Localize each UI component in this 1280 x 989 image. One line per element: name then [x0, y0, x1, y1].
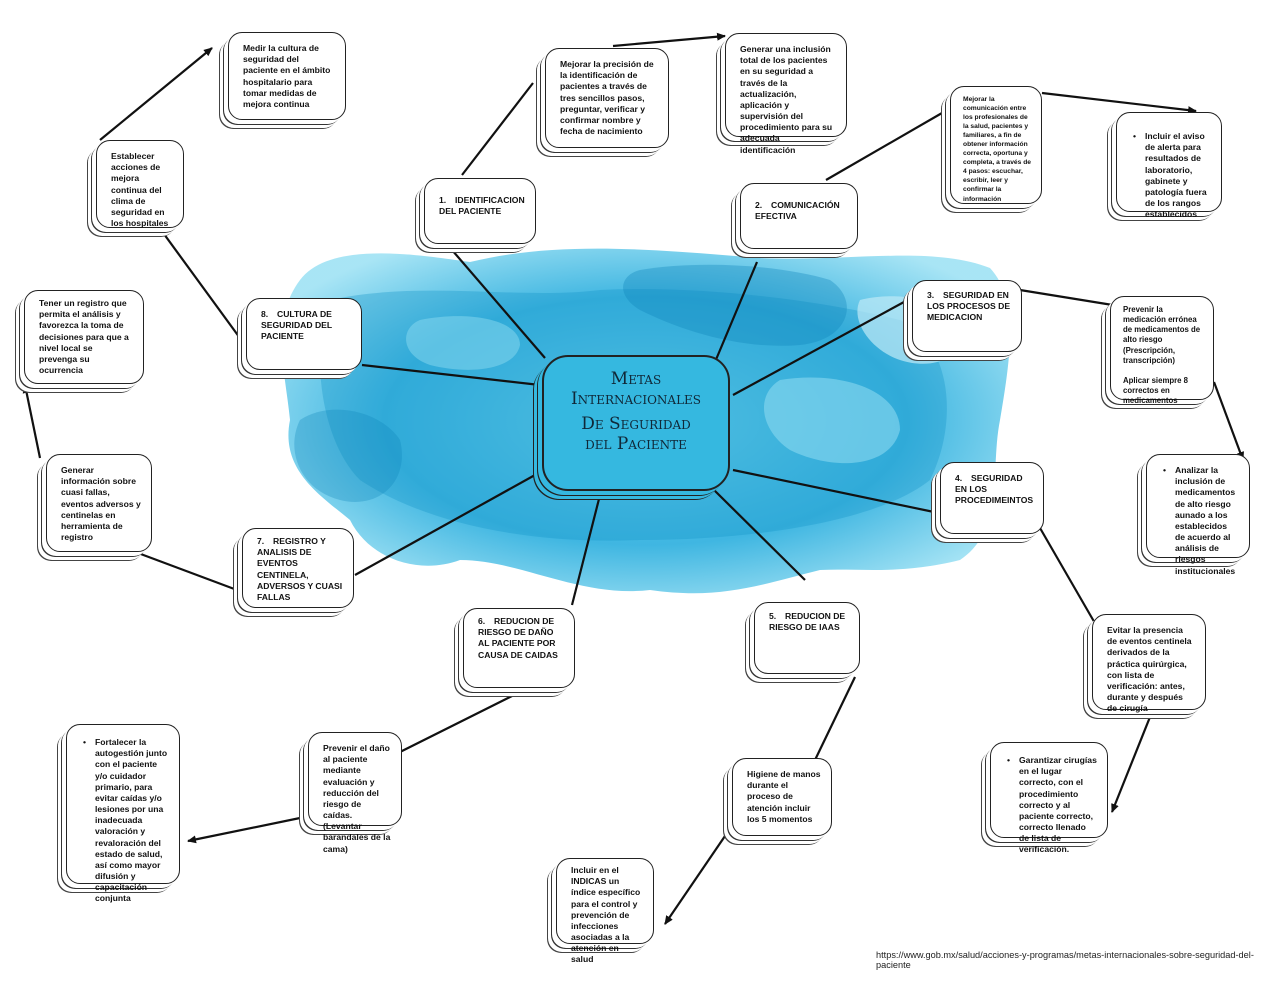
detail-comunicacion-aviso: Incluir el aviso de alerta para resultad… [1116, 112, 1222, 219]
detail-caidas-fortalecer: Fortalecer la autogestión junto con el p… [66, 724, 180, 903]
goal-box-identificacion: 1.IDENTIFICACION DEL PACIENTE [424, 178, 536, 244]
detail-registro-generar: Generar información sobre cuasi fallas, … [46, 454, 152, 552]
link-mejorar-aviso [1041, 91, 1197, 115]
link-goal1-precision [461, 82, 534, 176]
detail-medicacion-prevenir: Prevenir la medicación errónea de medica… [1110, 296, 1214, 405]
goal-label: IDENTIFICACION DEL PACIENTE [439, 195, 525, 217]
goal-number: 5. [769, 611, 777, 621]
detail-cultura-establecer: Establecer acciones de mejora continua d… [96, 140, 184, 228]
goal-label: REGISTRO Y ANALISIS DE EVENTOS CENTINELA… [257, 536, 343, 602]
goal-label: CULTURA DE SEGURIDAD DEL PACIENTE [261, 309, 332, 342]
detail-comunicacion-mejorar: Mejorar la comunicación entre los profes… [950, 86, 1042, 204]
link-goal3-prevenir [1019, 288, 1126, 309]
goal-box-comunicacion: 2.COMUNICACIÓN EFECTIVA [740, 183, 858, 249]
goal-box-caidas: 6.REDUCION DE RIESGO DE DAÑO AL PACIENTE… [463, 608, 575, 688]
goal-label: SEGURIDAD EN LOS PROCEDIMEINTOS [955, 473, 1034, 506]
link-goal2-mejorar [825, 112, 943, 181]
detail-medicacion-analizar: Analizar la inclusión de medicamentos de… [1146, 454, 1250, 576]
detail-bullet-text: Analizar la inclusión de medicamentos de… [1161, 465, 1239, 577]
goal-number: 7. [257, 536, 265, 546]
goal-label: COMUNICACIÓN EFECTIVA [755, 200, 840, 222]
link-goal6-prevenir [393, 686, 531, 756]
goal-label: REDUCION DE RIESGO DE IAAS [769, 611, 846, 633]
detail-identificacion-inclusion: Generar una inclusión total de los pacie… [725, 33, 847, 155]
link-establecer-medir [99, 47, 213, 141]
goal-number: 8. [261, 309, 269, 319]
central-line3: De Seguridad [581, 414, 691, 435]
link-goal4-evitar [1039, 527, 1097, 626]
central-line1: Metas [610, 369, 662, 389]
link-central-goal8 [361, 363, 541, 387]
goal-box-procedimientos: 4.SEGURIDAD EN LOS PROCEDIMEINTOS [940, 462, 1044, 534]
link-higiene-indicas [664, 835, 726, 925]
goal-label: REDUCION DE RIESGO DE DAÑO AL PACIENTE P… [478, 616, 558, 660]
central-line2: Internacionales [570, 388, 702, 409]
goal-box-iaas: 5.REDUCION DE RIESGO DE IAAS [754, 602, 860, 674]
goal-box-registro: 7.REGISTRO Y ANALISIS DE EVENTOS CENTINE… [242, 528, 354, 608]
link-generar-tener [22, 384, 42, 459]
detail-bullet-text: Garantizar cirugías en el lugar correcto… [1005, 755, 1097, 856]
link-central-goal2 [713, 261, 759, 363]
link-goal8-establecer [144, 207, 246, 346]
link-goal5-higiene [814, 676, 856, 761]
source-url: https://www.gob.mx/salud/acciones-y-prog… [876, 950, 1254, 970]
link-goal7-generar [129, 548, 238, 592]
goal-number: 6. [478, 616, 486, 626]
goal-number: 3. [927, 290, 935, 300]
detail-cultura-medir: Medir la cultura de seguridad del pacien… [228, 32, 346, 120]
link-prevenir-fortalecer [187, 816, 301, 844]
detail-procedimientos-evitar: Evitar la presencia de eventos centinela… [1092, 614, 1206, 713]
goal-number: 1. [439, 195, 447, 205]
link-central-goal6 [570, 494, 602, 606]
link-central-goal5 [711, 487, 806, 581]
detail-identificacion-precision: Mejorar la precisión de la identificació… [545, 48, 669, 148]
link-central-goal7 [354, 469, 545, 576]
detail-medicacion-aplicar-text: Aplicar siempre 8 correctos en medicamen… [1123, 375, 1189, 406]
goal-number: 2. [755, 200, 763, 210]
detail-iaas-indicas: Incluir en el INDICAS un índice específi… [556, 858, 654, 964]
detail-iaas-higiene: Higiene de manos durante el proceso de a… [732, 758, 832, 836]
link-central-goal1 [451, 249, 546, 359]
detail-bullet-text: Fortalecer la autogestión junto con el p… [81, 737, 169, 905]
central-line4: del Paciente [585, 433, 687, 454]
detail-medicacion-prevenir-text: Prevenir la medicación errónea de medica… [1123, 305, 1201, 365]
central-topic-box: Metas Internacionales De Seguridad del P… [542, 355, 730, 491]
link-central-goal3 [732, 301, 905, 396]
detail-caidas-prevenir: Prevenir el daño al paciente mediante ev… [308, 732, 402, 854]
goal-number: 4. [955, 473, 963, 483]
detail-bullet-text: Incluir el aviso de alerta para resultad… [1131, 131, 1211, 220]
detail-registro-tener: Tener un registro que permita el análisi… [24, 290, 144, 384]
goal-box-medicacion: 3.SEGURIDAD EN LOS PROCESOS DE MEDICACIO… [912, 280, 1022, 352]
goal-label: SEGURIDAD EN LOS PROCESOS DE MEDICACION [927, 290, 1011, 323]
detail-procedimientos-garantizar: Garantizar cirugías en el lugar correcto… [990, 742, 1108, 854]
link-evitar-garantizar [1110, 711, 1154, 813]
link-precision-inclusion [612, 32, 726, 48]
goal-box-cultura: 8.CULTURA DE SEGURIDAD DEL PACIENTE [246, 298, 362, 370]
link-prevenir-analizar [1212, 381, 1245, 461]
link-central-goal4 [732, 468, 935, 514]
